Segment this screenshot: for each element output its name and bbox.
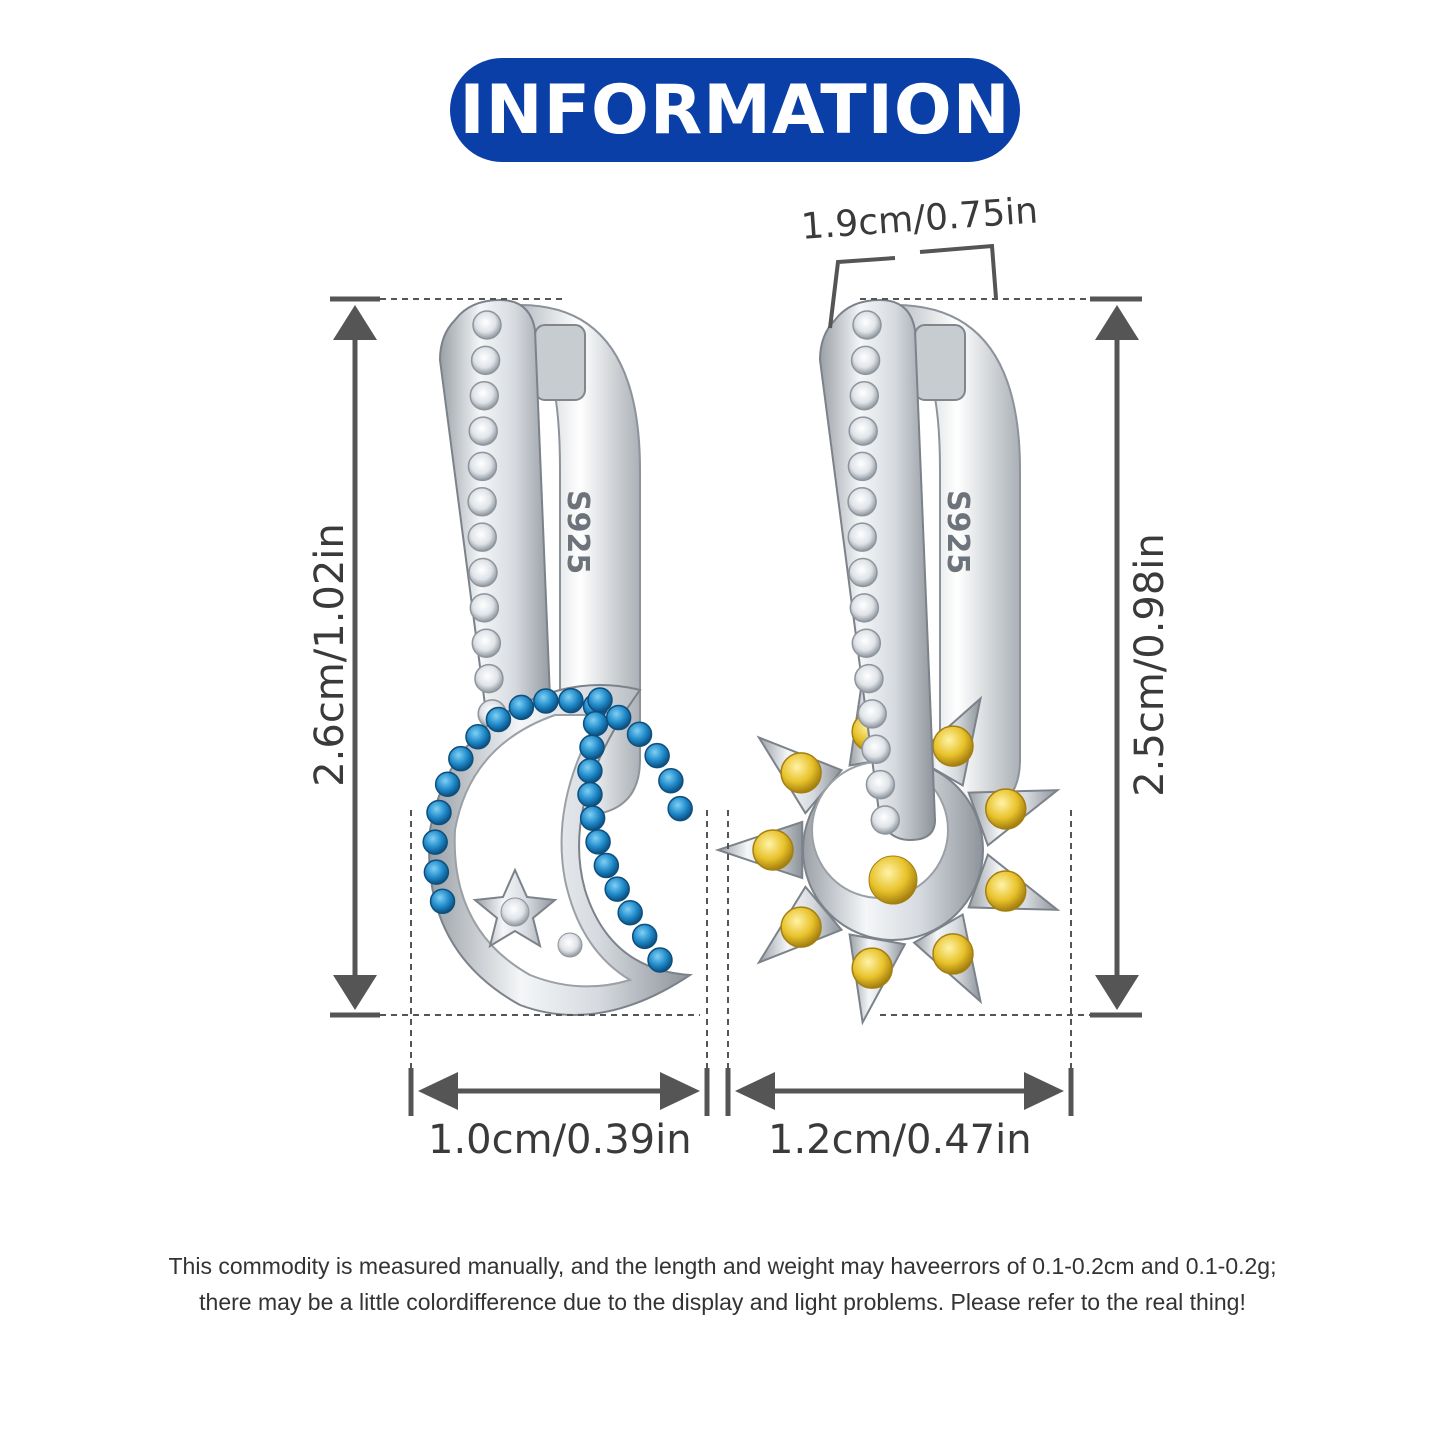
- disclaimer-line-1: This commodity is measured manually, and…: [168, 1253, 1277, 1279]
- blue-stone: [644, 742, 670, 769]
- blue-stone: [658, 767, 684, 794]
- left-earring: S925: [422, 298, 694, 1016]
- left-width-label: 1.0cm/0.39in: [428, 1117, 692, 1163]
- blue-stone: [582, 710, 609, 737]
- blue-stone: [577, 781, 603, 808]
- blue-stone: [605, 704, 632, 731]
- blue-stone: [579, 805, 606, 831]
- pave-stone: [849, 380, 880, 411]
- page-title: INFORMATION: [459, 70, 1011, 150]
- pave-stone: [865, 769, 896, 800]
- blue-stone: [434, 771, 461, 797]
- pave-stone: [467, 522, 497, 552]
- blue-stone: [508, 694, 535, 721]
- measurement-guides: [330, 243, 1142, 1116]
- pave-stone: [849, 593, 880, 623]
- right-width-label: 1.2cm/0.47in: [768, 1117, 1032, 1163]
- yellow-stone: [932, 725, 974, 767]
- blue-stone: [617, 899, 643, 926]
- blue-stone: [558, 687, 584, 714]
- blue-stone: [585, 829, 611, 855]
- yellow-stone: [985, 788, 1027, 830]
- blue-stone: [579, 734, 605, 761]
- hoop-stamp: S925: [560, 490, 595, 574]
- pave-stone: [472, 310, 502, 340]
- blue-stone: [448, 745, 474, 772]
- pave-stone: [847, 522, 877, 552]
- yellow-stone: [985, 870, 1027, 912]
- right-height-label: 2.5cm/0.98in: [1127, 533, 1173, 797]
- pave-stone: [854, 663, 884, 694]
- left-height-label: 2.6cm/1.02in: [307, 523, 353, 787]
- pave-stone: [468, 557, 498, 588]
- blue-stone: [631, 923, 658, 950]
- blue-stone: [626, 721, 653, 748]
- blue-stone: [667, 795, 693, 822]
- yellow-stone: [932, 933, 974, 975]
- yellow-stone: [780, 906, 822, 948]
- pave-stones-right: [847, 310, 900, 835]
- right-earring: S925: [714, 298, 1061, 1026]
- blue-stone: [587, 687, 613, 713]
- pave-stone: [847, 487, 877, 517]
- blue-stone: [593, 852, 620, 879]
- pave-stone: [848, 557, 878, 588]
- pave-stone: [467, 487, 497, 517]
- blue-stone: [604, 876, 630, 902]
- blue-stone: [533, 688, 559, 714]
- pave-stone: [468, 416, 498, 446]
- pave-stone: [470, 345, 501, 376]
- pave-stone: [851, 628, 882, 658]
- pave-stone: [848, 416, 878, 446]
- pave-stone: [469, 593, 500, 623]
- measurement-arrows: [333, 305, 1139, 1110]
- pave-stone: [471, 628, 502, 658]
- moon-charm: [422, 684, 694, 1016]
- yellow-stone: [851, 947, 893, 989]
- pave-stones: [467, 310, 520, 835]
- blue-stone: [429, 888, 456, 915]
- pave-stone: [861, 734, 891, 765]
- blue-stone: [422, 829, 448, 855]
- pave-stone: [870, 805, 900, 835]
- blue-stone: [423, 859, 450, 885]
- blue-stone: [577, 758, 603, 784]
- pave-stone: [857, 699, 887, 729]
- yellow-stone: [752, 829, 794, 871]
- pave-stone: [474, 663, 504, 694]
- blue-stone: [465, 724, 491, 750]
- yellow-stone: [780, 752, 822, 794]
- pave-stone: [467, 451, 498, 482]
- blue-stone: [647, 947, 673, 973]
- disclaimer-line-2: there may be a little colordifference du…: [199, 1289, 1246, 1315]
- pave-stone: [852, 310, 882, 340]
- pave-stone: [850, 345, 881, 376]
- blue-stone: [485, 706, 512, 733]
- title-badge: INFORMATION: [450, 58, 1020, 162]
- blue-stones: [422, 687, 693, 973]
- blue-stone: [426, 799, 452, 826]
- hoop-stamp-right: S925: [940, 490, 975, 574]
- pave-stone: [847, 451, 878, 482]
- pave-stone: [469, 380, 500, 411]
